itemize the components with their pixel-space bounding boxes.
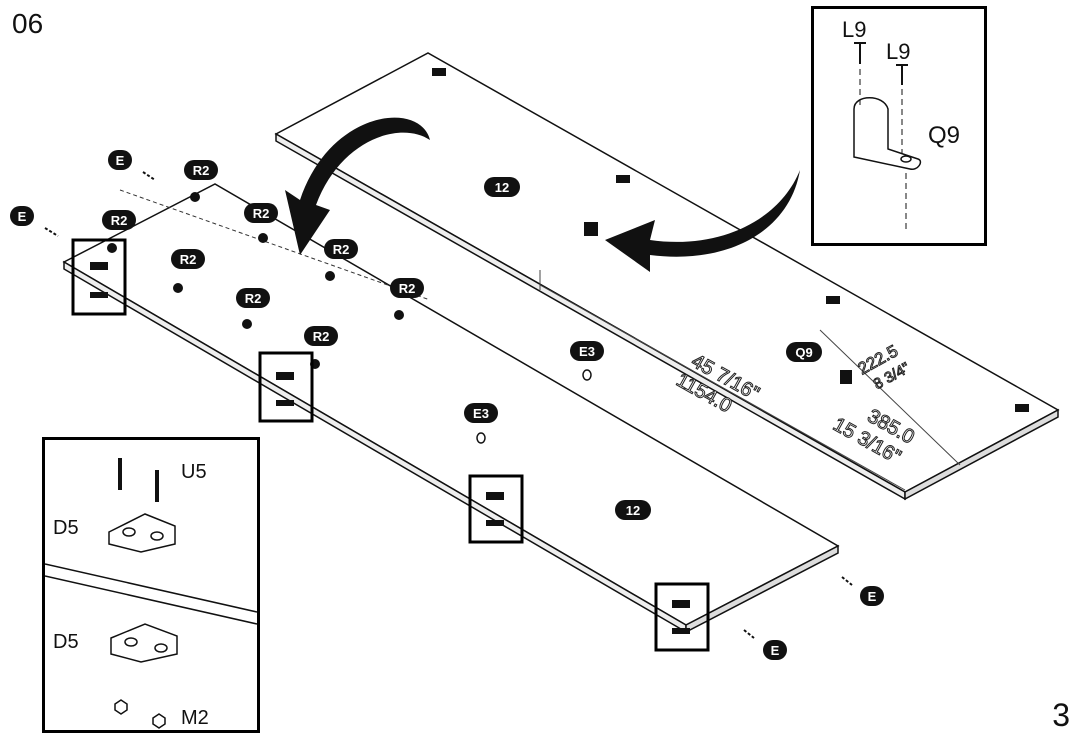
label-u5: U5	[181, 461, 207, 483]
tag-e-4: E	[763, 640, 787, 660]
page-number: 3	[1052, 697, 1070, 733]
tag-e3-2: E3	[464, 403, 498, 423]
tag-r2-2: R2	[102, 210, 136, 230]
tag-panel-12-back: 12	[484, 177, 520, 197]
cam-fittings	[107, 192, 404, 369]
svg-text:R2: R2	[245, 291, 262, 306]
label-d5-bottom: D5	[53, 631, 79, 653]
svg-text:E: E	[18, 209, 27, 224]
tag-e3-1: E3	[570, 341, 604, 361]
tag-r2-3: R2	[244, 203, 278, 223]
svg-text:R2: R2	[180, 252, 197, 267]
svg-text:E: E	[868, 589, 877, 604]
label-screw-b: L9	[886, 39, 910, 64]
tag-r2-5: R2	[324, 239, 358, 259]
svg-text:E3: E3	[579, 344, 595, 359]
hinge-boxes	[71, 238, 710, 652]
shelf-pins	[476, 369, 592, 444]
svg-text:12: 12	[495, 180, 509, 195]
label-d5-top: D5	[53, 517, 79, 539]
svg-text:12: 12	[626, 503, 640, 518]
insert-arrow-right	[605, 170, 800, 272]
bracket-icon	[853, 97, 922, 170]
back-panel	[274, 52, 1060, 501]
svg-text:R2: R2	[399, 281, 416, 296]
svg-text:E: E	[116, 153, 125, 168]
dowels	[44, 171, 853, 639]
tag-e-2: E	[10, 206, 34, 226]
label-bracket: Q9	[928, 122, 960, 149]
tag-r2-1: R2	[184, 160, 218, 180]
tag-e-3: E	[860, 586, 884, 606]
tag-e-1: E	[108, 150, 132, 170]
dimension-lines	[539, 270, 961, 491]
label-screw-a: L9	[842, 17, 866, 42]
svg-text:R2: R2	[253, 206, 270, 221]
screw-u5-icon	[118, 458, 159, 502]
screw-icon	[854, 42, 908, 85]
svg-text:E: E	[771, 643, 780, 658]
tag-q9: Q9	[786, 342, 822, 362]
tag-panel-12-front: 12	[615, 500, 651, 520]
svg-text:E3: E3	[473, 406, 489, 421]
step-number: 06	[12, 8, 44, 39]
tag-r2-8: R2	[304, 326, 338, 346]
inset-clip-detail: L9 L9 Q9	[811, 6, 987, 246]
back-clips	[432, 68, 1029, 412]
hinge-icons	[90, 262, 690, 634]
svg-text:R2: R2	[111, 213, 128, 228]
tag-r2-4: R2	[171, 249, 205, 269]
hinge-top-icon	[108, 513, 176, 553]
tag-r2-7: R2	[390, 278, 424, 298]
label-m2: M2	[181, 707, 209, 729]
tag-r2-6: R2	[236, 288, 270, 308]
guide-line	[119, 189, 431, 301]
svg-text:R2: R2	[193, 163, 210, 178]
hinge-bottom-icon	[110, 623, 178, 663]
svg-text:Q9: Q9	[795, 345, 812, 360]
inset-hinge-detail: U5 D5 D5 M2	[42, 437, 260, 733]
svg-text:R2: R2	[333, 242, 350, 257]
svg-text:R2: R2	[313, 329, 330, 344]
nut-icon	[114, 699, 166, 729]
flip-arrow-left	[285, 117, 430, 255]
